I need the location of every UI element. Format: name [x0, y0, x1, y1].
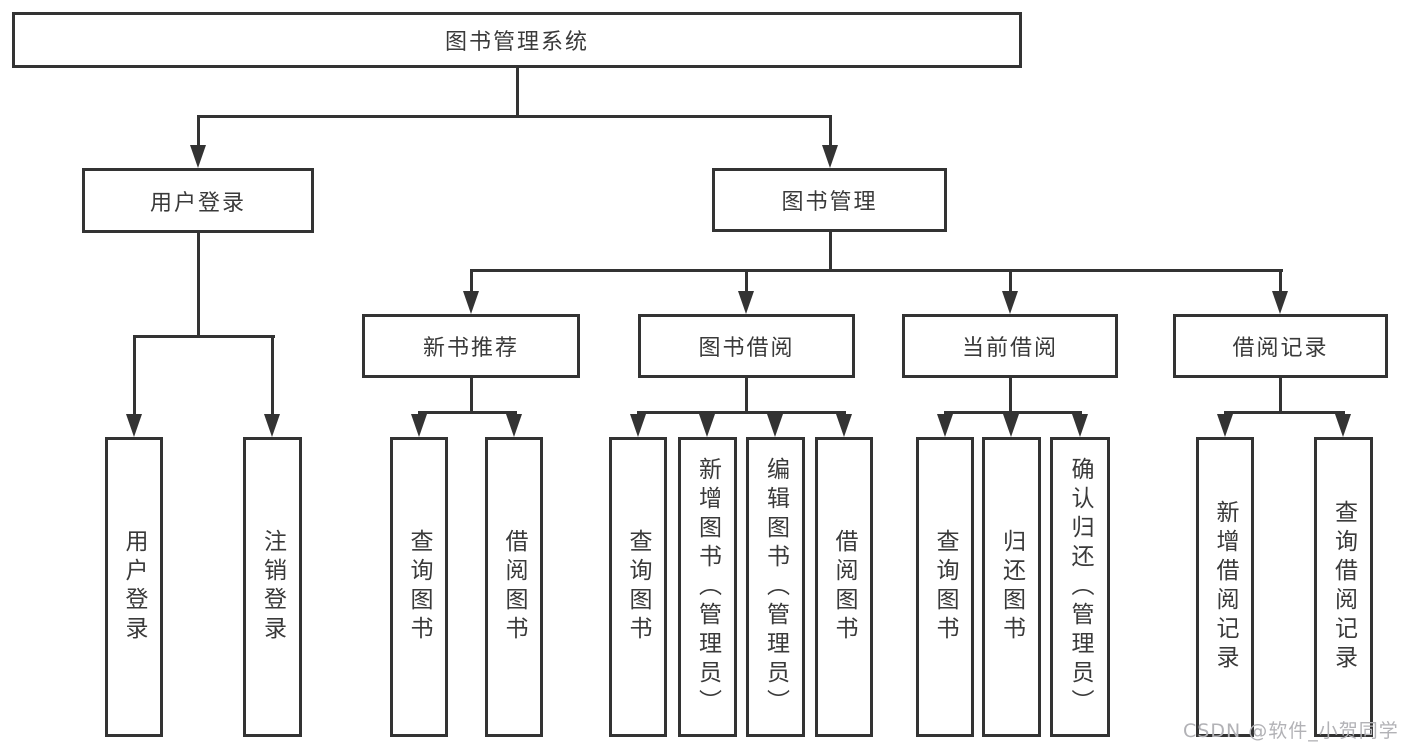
arrow-down-icon	[738, 291, 754, 314]
leaf-logout: 注销登录	[243, 437, 302, 737]
leaf-add-books-admin: 新增图书（管理员）	[678, 437, 737, 737]
node-new-book-recommend: 新书推荐	[362, 314, 580, 378]
node-library-management-system: 图书管理系统	[12, 12, 1022, 68]
connector-line	[1224, 411, 1345, 414]
arrow-down-icon	[463, 291, 479, 314]
connector-line	[197, 115, 831, 118]
arrow-down-icon	[1003, 414, 1019, 437]
leaf-borrow-books: 借阅图书	[815, 437, 873, 737]
leaf-confirm-return-admin: 确认归还（管理员）	[1050, 437, 1110, 737]
leaf-return-books: 归还图书	[982, 437, 1041, 737]
leaf-edit-books-admin: 编辑图书（管理员）	[746, 437, 805, 737]
connector-line	[1279, 378, 1282, 411]
arrow-down-icon	[264, 414, 280, 437]
connector-line	[133, 335, 275, 338]
connector-line	[197, 115, 200, 145]
arrow-down-icon	[937, 414, 953, 437]
connector-line	[418, 411, 517, 414]
connector-line	[829, 232, 832, 269]
connector-line	[271, 335, 274, 414]
node-current-borrow: 当前借阅	[902, 314, 1118, 378]
connector-line	[745, 269, 748, 291]
leaf-add-borrow-record: 新增借阅记录	[1196, 437, 1254, 737]
leaf-borrow-books-recommend: 借阅图书	[485, 437, 543, 737]
leaf-query-borrow-record: 查询借阅记录	[1314, 437, 1373, 737]
connector-line	[745, 378, 748, 411]
connector-line	[1009, 269, 1012, 291]
arrow-down-icon	[1335, 414, 1351, 437]
leaf-query-books-current: 查询图书	[916, 437, 974, 737]
connector-line	[470, 378, 473, 411]
connector-line	[470, 269, 473, 291]
arrow-down-icon	[836, 414, 852, 437]
csdn-watermark: CSDN @软件_小贺同学	[1183, 720, 1399, 742]
connector-line	[197, 233, 200, 335]
arrow-down-icon	[411, 414, 427, 437]
node-borrow-record: 借阅记录	[1173, 314, 1388, 378]
arrow-down-icon	[1002, 291, 1018, 314]
leaf-query-books-borrow: 查询图书	[609, 437, 667, 737]
arrow-down-icon	[506, 414, 522, 437]
arrow-down-icon	[1072, 414, 1088, 437]
arrow-down-icon	[190, 145, 206, 168]
node-user-login: 用户登录	[82, 168, 314, 233]
arrow-down-icon	[1217, 414, 1233, 437]
connector-line	[1279, 269, 1282, 291]
leaf-query-books-recommend: 查询图书	[390, 437, 448, 737]
arrow-down-icon	[630, 414, 646, 437]
connector-line	[829, 115, 832, 145]
arrow-down-icon	[767, 414, 783, 437]
connector-line	[944, 411, 1082, 414]
connector-line	[133, 335, 136, 414]
arrow-down-icon	[1272, 291, 1288, 314]
node-book-management: 图书管理	[712, 168, 947, 232]
arrow-down-icon	[822, 145, 838, 168]
connector-line	[470, 269, 1283, 272]
connector-line	[516, 68, 519, 115]
connector-line	[1009, 378, 1012, 411]
node-book-borrow: 图书借阅	[638, 314, 855, 378]
leaf-user-login: 用户登录	[105, 437, 163, 737]
arrow-down-icon	[699, 414, 715, 437]
arrow-down-icon	[126, 414, 142, 437]
connector-line	[637, 411, 846, 414]
